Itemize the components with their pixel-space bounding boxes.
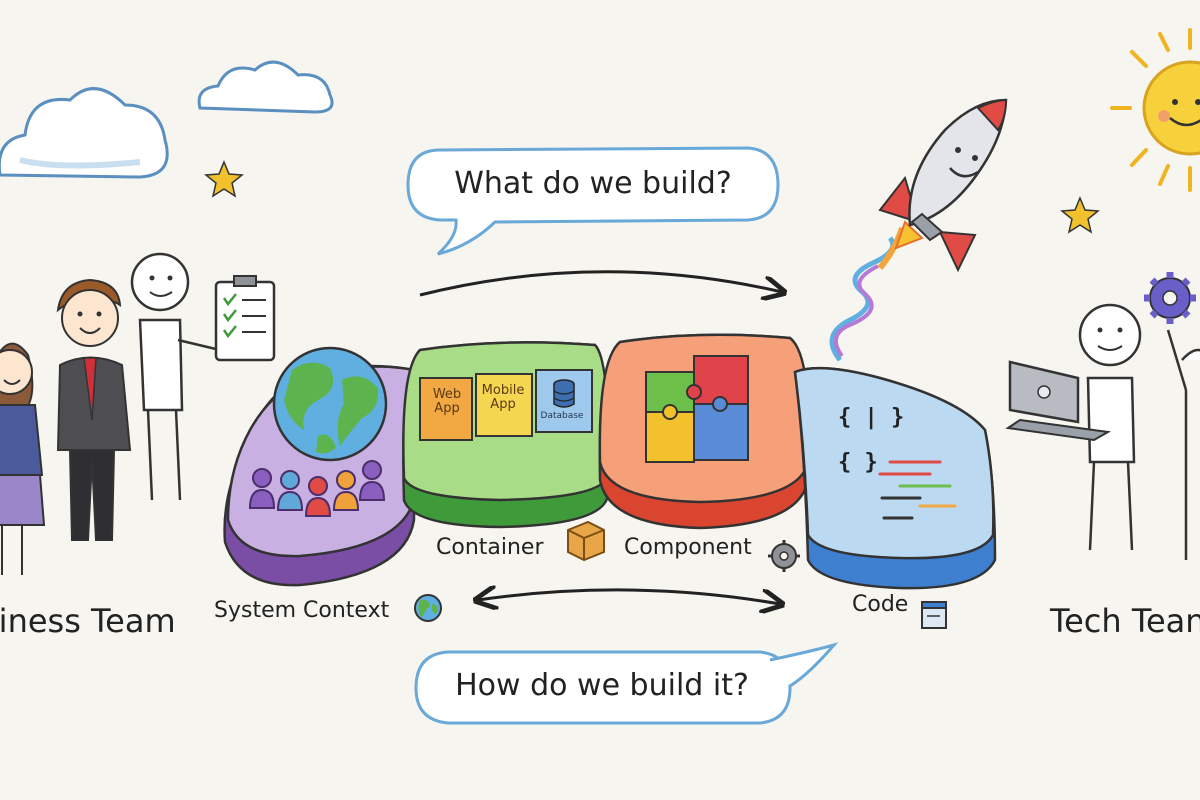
component-label: Component [624, 535, 752, 560]
rocket-icon [829, 98, 1008, 362]
gear-icon [1144, 272, 1196, 324]
code-block [793, 366, 997, 590]
businessman [56, 278, 132, 541]
database-icon [553, 379, 575, 408]
sun-icon [1110, 28, 1200, 192]
gear-icon [768, 540, 800, 572]
tech-team-label: Tech Tean [1050, 602, 1200, 640]
code-brackets-line-1: { | } [838, 405, 905, 430]
people-icon [248, 460, 386, 517]
container-label: Container [436, 535, 544, 560]
container-block [402, 341, 610, 529]
two-way-arrow [478, 590, 780, 604]
window-icon [921, 601, 947, 629]
system-context-block [223, 346, 416, 587]
forward-arrow [419, 270, 782, 295]
web-app-label: Web App [432, 387, 462, 416]
puzzle-icon [645, 355, 749, 463]
star-icon [1060, 196, 1100, 234]
web-app-tile [419, 377, 473, 441]
speech-bubble-top [406, 146, 780, 256]
star-icon [204, 160, 244, 198]
stick-figure-with-clipboard [130, 252, 221, 501]
database-label: Database [540, 411, 584, 421]
speech-bubble-bottom [414, 642, 839, 725]
mobile-app-tile [475, 373, 533, 437]
code-brackets-line-2: { } [838, 450, 878, 475]
business-woman [0, 342, 46, 575]
system-context-label: System Context [214, 598, 390, 623]
business-team-label: siness Team [0, 602, 176, 640]
component-block [598, 333, 810, 530]
laptop-icon [1005, 360, 1112, 442]
code-label: Code [852, 592, 909, 617]
mobile-app-label: Mobile App [481, 383, 525, 412]
what-do-we-build-text: What do we build? [454, 166, 732, 201]
clipboard-icon [214, 275, 276, 362]
globe-small-icon [414, 594, 442, 622]
how-do-we-build-it-text: How do we build it? [455, 668, 749, 703]
stick-figure-partial [1166, 329, 1200, 560]
code-lines [878, 460, 957, 520]
box-icon [567, 520, 605, 562]
globe-icon [272, 346, 388, 462]
cloud-icon [197, 60, 334, 114]
stick-figure-with-laptop [1078, 303, 1142, 551]
cloud-icon [0, 87, 169, 179]
